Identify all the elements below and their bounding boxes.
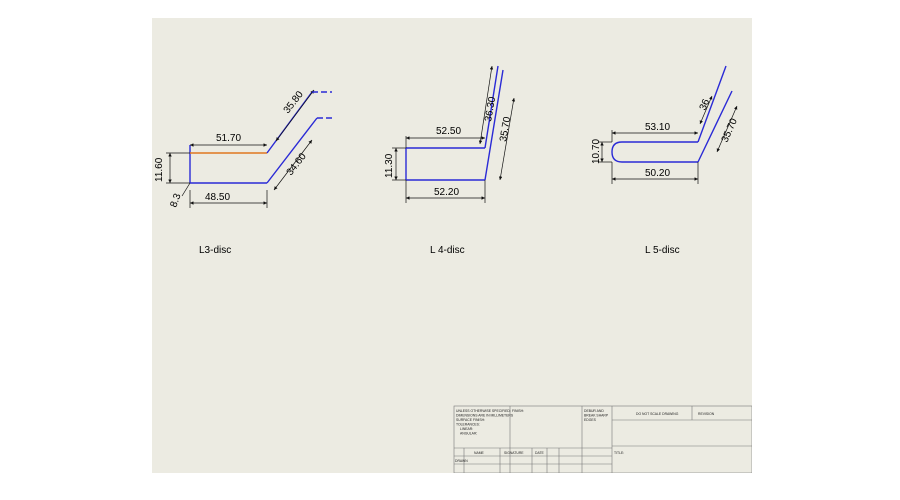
dim-bottom-length: 48.50 [205,192,230,203]
dim-line-arm-outer [699,95,713,125]
dim-top-length: 51.70 [216,133,241,144]
part-l3-disc: 51.70 48.50 11.60 8.3 35.80 34.60 L3-dis… [154,89,334,256]
dim-line-arm-inner [716,105,738,153]
tb-deburr: BREAK SHARP [584,414,609,418]
dim-arm-outer: 35.80 [282,89,306,116]
title-block-frame [453,405,752,473]
title-block: UNLESS OTHERWISE SPECIFIED: DIMENSIONS A… [453,405,752,473]
dim-line-arm-outer [275,89,315,142]
tb-date: DATE [535,451,545,455]
dim-arm-inner: 35.70 [498,116,513,143]
tb-do-not-scale: DO NOT SCALE DRAWING [636,412,679,416]
dim-bottom-length: 50.20 [645,168,670,179]
tb-note: TOLERANCES: [456,423,480,427]
dim-arm-inner: 35.70 [720,116,740,144]
dim-edge: 8.3 [168,192,183,209]
profile-rounded-body [611,141,698,163]
tb-drawn: DRAWN [455,459,468,463]
dim-top-length: 52.50 [436,126,461,137]
tb-deburr: EDGES [584,418,597,422]
tb-note: ANGULAR: [460,432,477,436]
dim-line-arm-outer [478,65,494,145]
dim-arm-outer: 36.30 [483,96,498,123]
dim-height: 11.30 [384,153,395,178]
drawing-sheet: 51.70 48.50 11.60 8.3 35.80 34.60 L3-dis… [152,18,752,473]
part-l4-profile [405,65,504,181]
part-caption: L 5-disc [645,245,680,256]
part-caption: L3-disc [199,245,231,256]
dim-line-arm-inner [273,139,313,191]
dim-height: 10.70 [591,139,602,164]
part-l4-dimensions: 52.50 52.20 11.30 36.30 35.70 [384,65,516,203]
part-l5-profile [611,65,733,163]
profile-arm-inner [697,90,733,163]
part-l5-dimensions: 53.10 50.20 10.70 36 35.70 [591,95,740,184]
tb-note: SURFACE FINISH: [456,418,485,422]
tb-note: LINEAR: [460,427,473,431]
dim-arm-outer: 36 [698,97,713,112]
part-l4-disc: 52.50 52.20 11.30 36.30 35.70 L 4-disc [384,65,516,256]
tb-name: NAME [474,451,485,455]
dim-top-length: 53.10 [645,122,670,133]
tb-title: TITLE: [614,451,624,455]
dim-line-arm-inner [498,97,516,181]
tb-note: DIMENSIONS ARE IN MILLIMETERS [456,414,514,418]
part-l3-dimensions: 51.70 48.50 11.60 8.3 35.80 34.60 [154,89,334,209]
tb-deburr: DEBUR AND [584,409,604,413]
drawing-canvas: 51.70 48.50 11.60 8.3 35.80 34.60 L3-dis… [154,65,752,473]
dim-bottom-length: 52.20 [434,187,459,198]
tb-note: UNLESS OTHERWISE SPECIFIED: [456,409,511,413]
tb-revision: REVISION [698,412,715,416]
dim-edge-leader [181,182,191,197]
part-l5-disc: 53.10 50.20 10.70 36 35.70 L 5-disc [591,65,740,256]
part-caption: L 4-disc [430,245,465,256]
profile-arm-inner [484,69,504,181]
dim-height: 11.60 [154,157,165,182]
tb-signature: SIGNATURE [504,451,524,455]
tb-finish: FINISH: [512,409,524,413]
